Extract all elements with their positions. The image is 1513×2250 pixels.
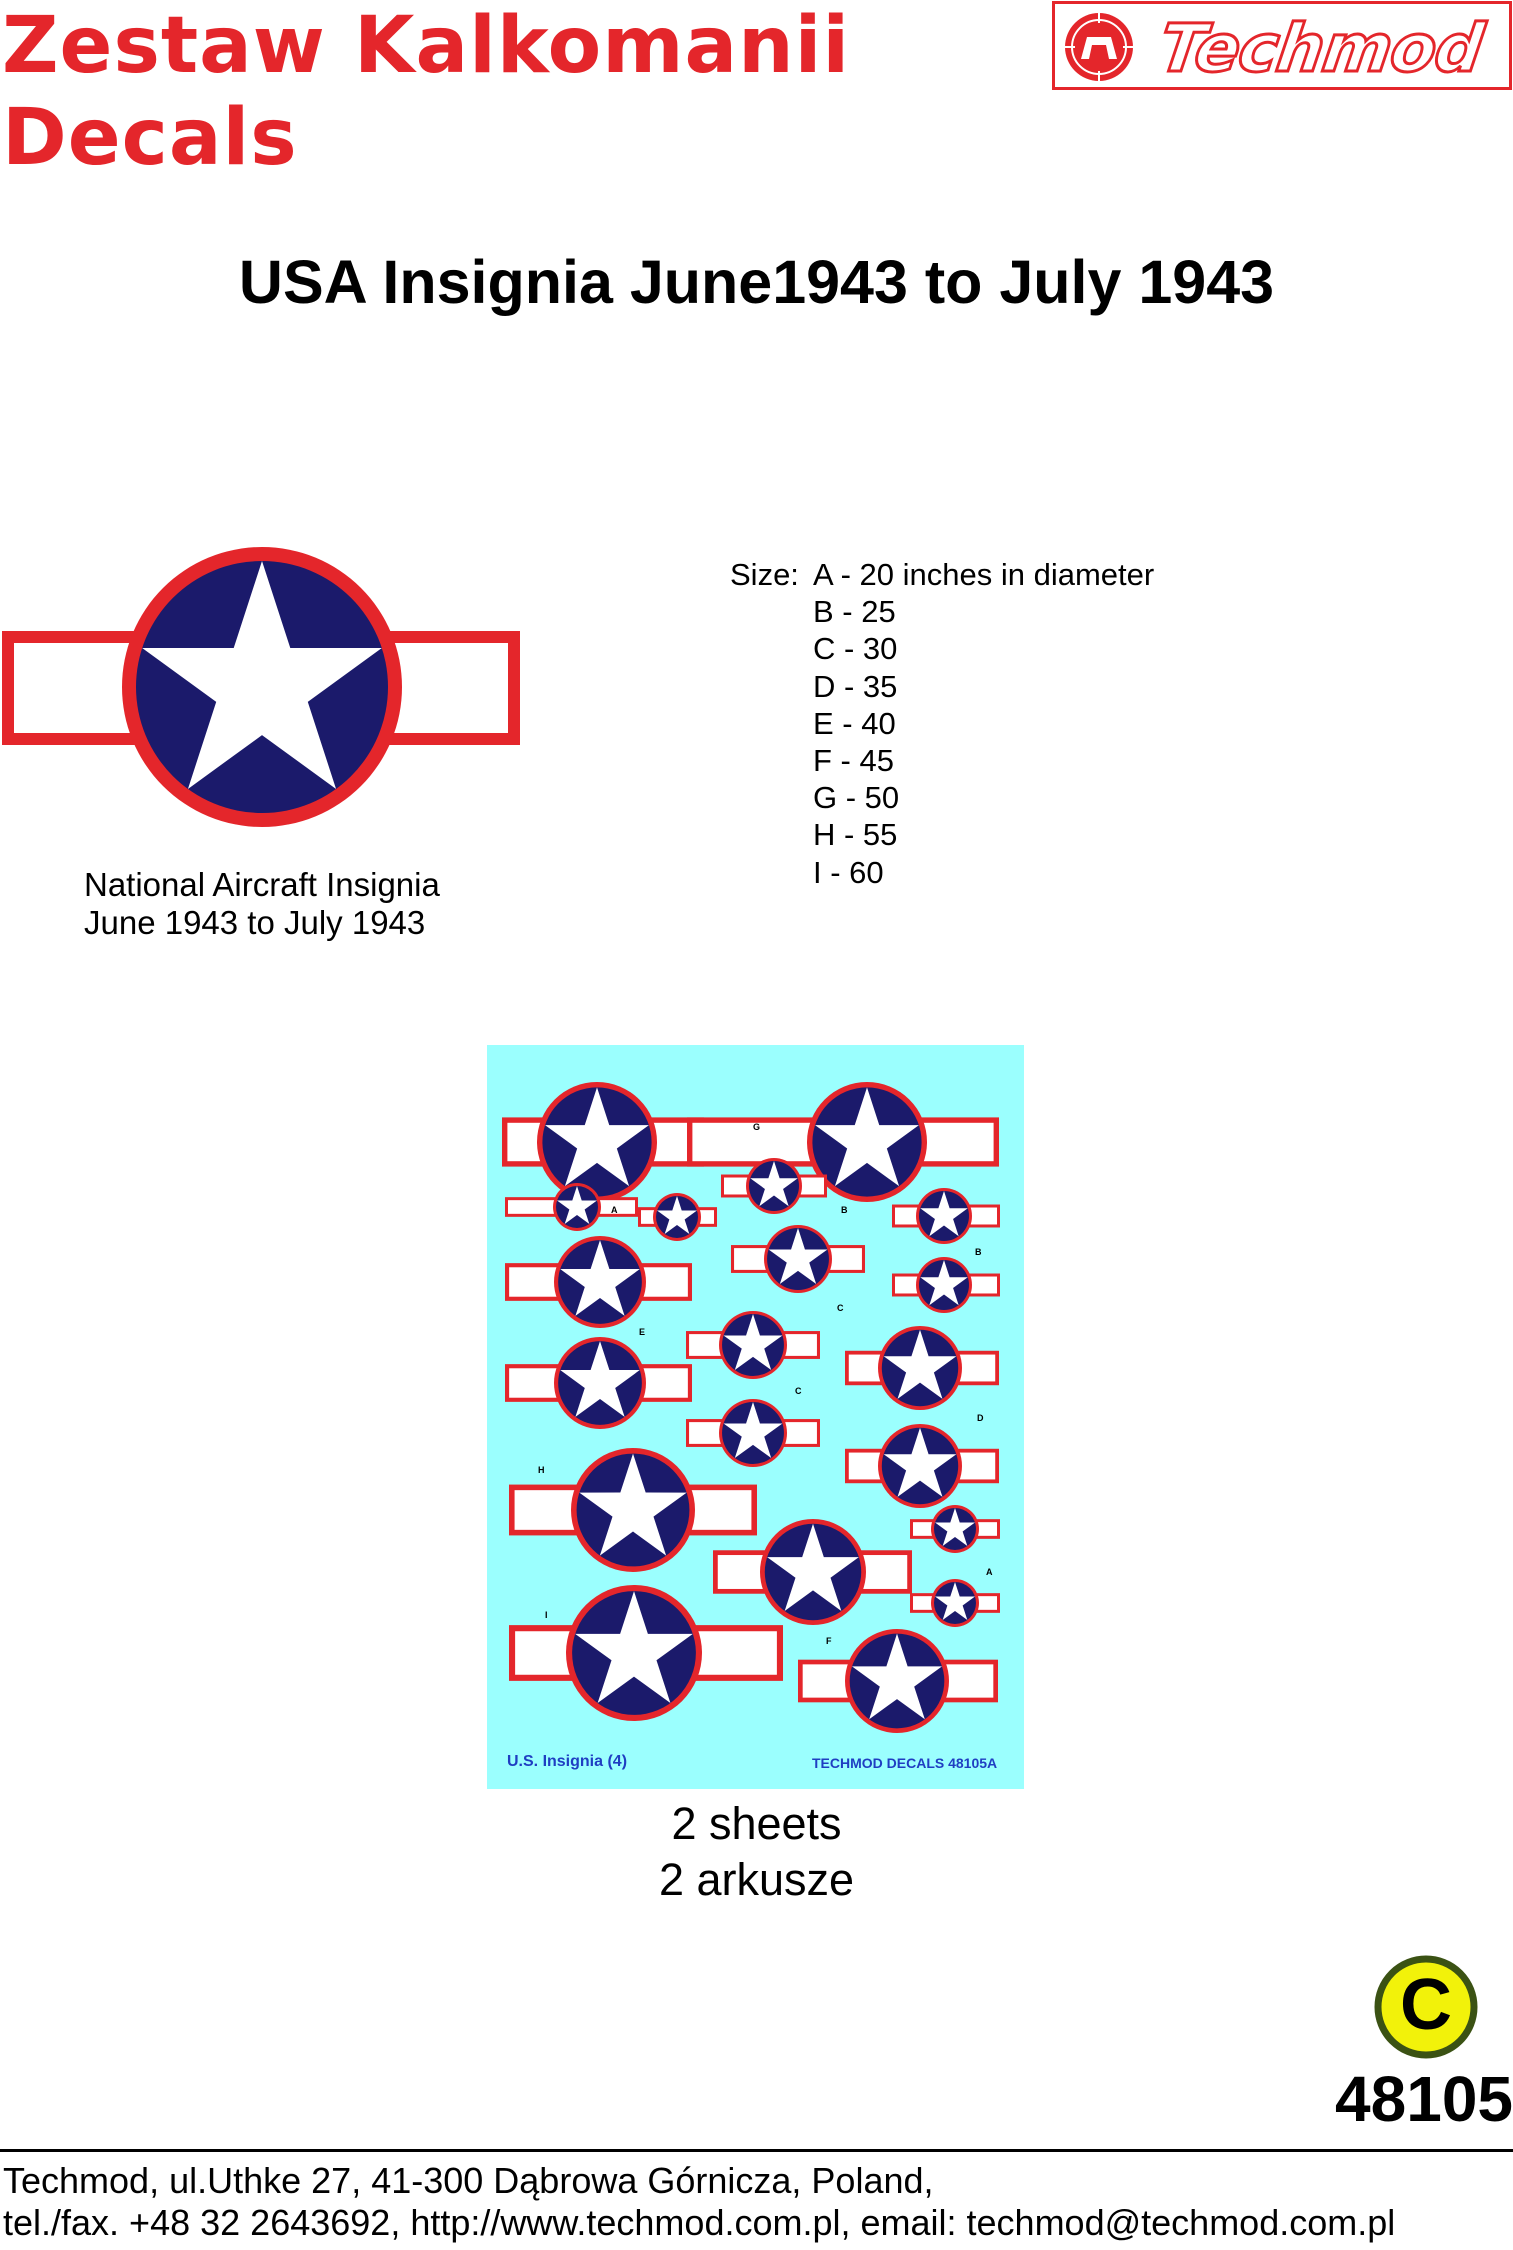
sheet-insignia [509,1448,757,1572]
size-lead: Size: [730,557,799,592]
copyright-badge: C [1374,1955,1478,2059]
sheet-letter-h: H [538,1465,545,1475]
sheet-insignia [798,1629,998,1733]
sheet-insignia [721,1158,827,1214]
size-value: G - 50 [813,780,900,816]
sheet-insignia [505,1236,692,1328]
sheet-insignia [502,1082,704,1202]
catalog-number: 48105 [1335,2063,1513,2135]
roundel-logo-icon [1065,13,1133,81]
sheet-insignia [910,1505,1000,1553]
sheet-insignia [687,1082,999,1202]
footer-address: Techmod, ul.Uthke 27, 41-300 Dąbrowa Gór… [3,2160,1395,2244]
page-title: USA Insignia June1943 to July 1943 [238,248,1275,316]
copyright-symbol: C [1400,1965,1452,2045]
size-value: B - 25 [813,594,896,630]
size-value: A - 20 inches in diameter [813,557,1155,592]
sheet-letter-c: C [795,1386,802,1396]
sheet-letter-g: G [753,1122,761,1132]
sheet-insignia [509,1585,783,1721]
sheet-insignia [892,1257,1000,1313]
decal-sheet-insignias [502,1082,1000,1733]
contact-line: tel./fax. +48 32 2643692, http://www.tec… [3,2202,1396,2243]
sheet-letter-b: B [975,1247,982,1257]
sheet-letter-c: C [837,1303,844,1313]
brand-title: Zestaw Kalkomanii Decals [2,0,850,184]
sheet-left-label: U.S. Insignia (4) [507,1753,628,1770]
footer-divider [0,2149,1513,2152]
brand-title-line1: Zestaw Kalkomanii [2,1,851,91]
insignia-caption-line2: June 1943 to July 1943 [84,904,426,941]
decal-sheet-preview: G A B B C E C D H A I F U.S. Insignia (4… [487,1045,1024,1789]
size-value: D - 35 [813,668,898,704]
size-value: E - 40 [813,705,896,741]
size-value: C - 30 [813,631,898,667]
sheet-insignia [845,1424,999,1508]
size-row: D - 35 [730,668,1154,705]
copyright-circle-icon [1374,1955,1478,2059]
sheet-count-en: 2 sheets [671,1798,842,1849]
size-value: F - 45 [813,743,894,779]
sheet-letter-f: F [826,1636,832,1646]
sheet-count-pl: 2 arkusze [658,1854,855,1905]
size-value: H - 55 [813,817,898,853]
insignia-caption-line1: National Aircraft Insignia [84,866,440,903]
sheet-letter-b: B [841,1205,848,1215]
sheet-right-label: TECHMOD DECALS 48105A [812,1755,998,1771]
sheet-insignia [845,1326,999,1410]
size-row: C - 30 [730,630,1154,667]
size-list: Size: A - 20 inches in diameter B - 25 C… [730,556,1154,891]
sheet-insignia [686,1399,820,1467]
size-row: Size: A - 20 inches in diameter [730,556,1154,593]
sheet-letter-a: A [611,1205,618,1215]
brand-title-line2: Decals [2,93,298,183]
size-value: I - 60 [813,854,884,890]
sheet-insignia [892,1188,1000,1244]
size-row: H - 55 [730,816,1154,853]
sheet-insignia [713,1519,912,1625]
sheet-letter-a: A [986,1567,993,1577]
sheet-insignia [731,1225,865,1293]
size-row: G - 50 [730,779,1154,816]
size-row: F - 45 [730,742,1154,779]
sheet-insignia [505,1183,638,1231]
address-line: Techmod, ul.Uthke 27, 41-300 Dąbrowa Gór… [3,2160,934,2201]
sheet-letter-e: E [639,1327,646,1337]
sheet-letter-d: D [977,1413,984,1423]
size-row: B - 25 [730,593,1154,630]
logo-text: Techmod [1153,9,1489,89]
sheet-count: 2 sheets 2 arkusze [0,1796,1513,1908]
sheet-insignia [505,1337,692,1429]
sheet-insignia [638,1193,717,1241]
sheet-letter-i: I [545,1610,548,1620]
national-insignia [2,547,520,827]
insignia-caption: National Aircraft Insignia June 1943 to … [84,866,440,942]
size-row: I - 60 [730,854,1154,891]
sheet-insignia [686,1311,820,1379]
techmod-logo: Techmod [1052,1,1512,90]
sheet-insignia [910,1579,1000,1627]
size-row: E - 40 [730,705,1154,742]
